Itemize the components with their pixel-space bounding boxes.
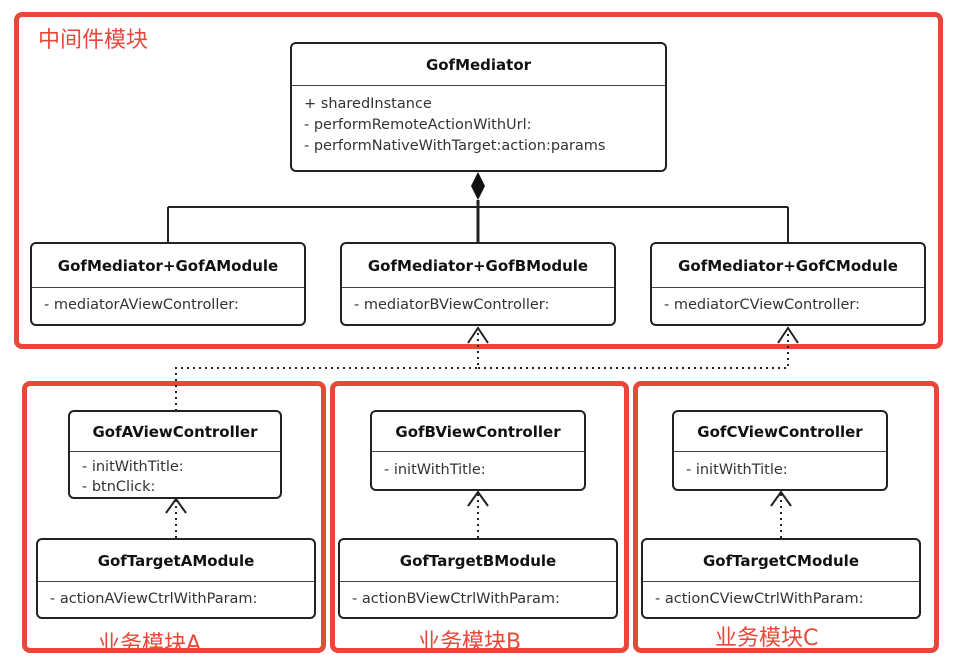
member: - mediatorCViewController: bbox=[664, 297, 861, 313]
business-module-b-label: 业务模块B bbox=[418, 630, 522, 655]
class-members: - actionAViewCtrlWithParam: bbox=[38, 582, 314, 616]
category-b-class: GofMediator+GofBModule - mediatorBViewCo… bbox=[340, 242, 616, 326]
member: - actionBViewCtrlWithParam: bbox=[352, 591, 560, 607]
business-module-b-region bbox=[330, 381, 629, 653]
class-name: GofTargetBModule bbox=[340, 540, 616, 582]
member: - mediatorBViewController: bbox=[354, 297, 550, 313]
member: - actionCViewCtrlWithParam: bbox=[655, 591, 864, 607]
business-module-c-region bbox=[633, 381, 939, 653]
gof-mediator-class: GofMediator + sharedInstance - performRe… bbox=[290, 42, 667, 172]
class-members: - actionBViewCtrlWithParam: bbox=[340, 582, 616, 616]
class-members: - initWithTitle: bbox=[372, 452, 584, 487]
member: + sharedInstance bbox=[304, 96, 432, 112]
dependency-arrowhead-c bbox=[777, 326, 799, 344]
member: - initWithTitle: bbox=[384, 462, 486, 478]
business-module-c-label: 业务模块C bbox=[715, 626, 819, 651]
view-controller-c-class: GofCViewController - initWithTitle: bbox=[672, 410, 888, 491]
class-name: GofTargetAModule bbox=[38, 540, 314, 582]
class-name: GofBViewController bbox=[372, 412, 584, 452]
view-controller-a-class: GofAViewController - initWithTitle: - bt… bbox=[68, 410, 282, 499]
target-a-class: GofTargetAModule - actionAViewCtrlWithPa… bbox=[36, 538, 316, 619]
view-controller-b-class: GofBViewController - initWithTitle: bbox=[370, 410, 586, 491]
category-c-class: GofMediator+GofCModule - mediatorCViewCo… bbox=[650, 242, 926, 326]
class-name: GofMediator+GofBModule bbox=[342, 244, 614, 288]
class-name: GofMediator+GofCModule bbox=[652, 244, 924, 288]
class-members: - mediatorBViewController: bbox=[342, 288, 614, 322]
class-members: - initWithTitle: bbox=[674, 452, 886, 487]
class-name: GofAViewController bbox=[70, 412, 280, 452]
category-a-class: GofMediator+GofAModule - mediatorAViewCo… bbox=[30, 242, 306, 326]
class-members: - mediatorAViewController: bbox=[32, 288, 304, 322]
middleware-module-label: 中间件模块 bbox=[38, 28, 149, 53]
target-b-class: GofTargetBModule - actionBViewCtrlWithPa… bbox=[338, 538, 618, 619]
member: - performNativeWithTarget:action:params bbox=[304, 138, 606, 154]
class-members: - actionCViewCtrlWithParam: bbox=[643, 582, 919, 616]
dependency-to-category-c bbox=[478, 330, 789, 369]
class-name: GofTargetCModule bbox=[643, 540, 919, 582]
member: - btnClick: bbox=[82, 479, 156, 495]
dependency-arrowhead-target-c bbox=[770, 490, 792, 507]
composition-diamond bbox=[471, 172, 485, 200]
class-members: + sharedInstance - performRemoteActionWi… bbox=[292, 86, 665, 163]
member: - performRemoteActionWithUrl: bbox=[304, 117, 532, 133]
class-name: GofMediator bbox=[292, 44, 665, 86]
dependency-arrowhead-target-b bbox=[467, 490, 489, 507]
class-name: GofCViewController bbox=[674, 412, 886, 452]
member: - actionAViewCtrlWithParam: bbox=[50, 591, 258, 607]
dependency-a-to-category-b bbox=[175, 330, 479, 411]
class-name: GofMediator+GofAModule bbox=[32, 244, 304, 288]
member: - initWithTitle: bbox=[82, 459, 184, 475]
dependency-arrowhead-b bbox=[467, 326, 489, 344]
member: - mediatorAViewController: bbox=[44, 297, 239, 313]
member: - initWithTitle: bbox=[686, 462, 788, 478]
business-module-a-label: 业务模块A bbox=[98, 632, 202, 657]
class-members: - initWithTitle: - btnClick: bbox=[70, 452, 280, 497]
dependency-arrowhead-target-a bbox=[165, 497, 187, 514]
target-c-class: GofTargetCModule - actionCViewCtrlWithPa… bbox=[641, 538, 921, 619]
class-members: - mediatorCViewController: bbox=[652, 288, 924, 322]
business-module-a-region bbox=[22, 381, 326, 653]
